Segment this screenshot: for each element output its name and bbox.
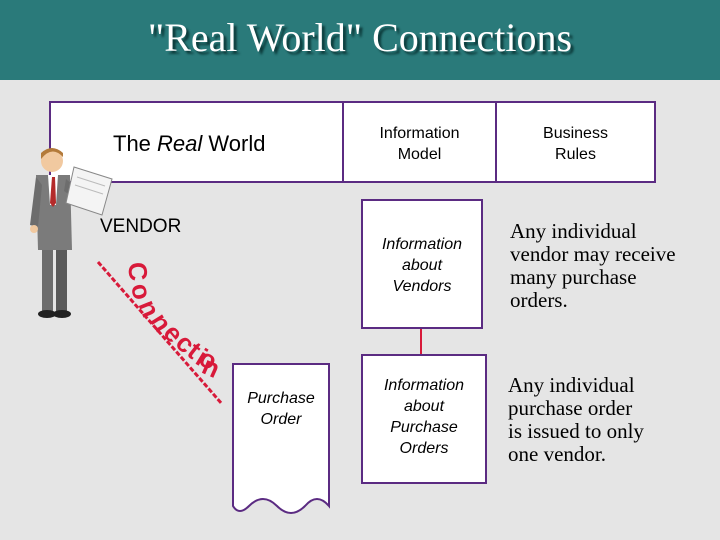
info-vendors-line-3: Vendors bbox=[392, 278, 452, 295]
information-about-vendors-label: Information about Vendors bbox=[361, 234, 483, 297]
purchase-order-line-1: Purchase bbox=[247, 390, 315, 407]
rule2-line-4: one vendor. bbox=[508, 442, 606, 466]
rule2-line-1: Any individual bbox=[508, 373, 635, 397]
purchase-order-label: Purchase Order bbox=[233, 388, 329, 430]
purchase-order-line-2: Order bbox=[260, 411, 302, 428]
information-about-purchase-orders-label: Information about Purchase Orders bbox=[361, 375, 487, 459]
rule1-line-4: orders. bbox=[510, 288, 568, 312]
connection-letter-c: C bbox=[122, 260, 154, 283]
business-rules-header-label: Business Rules bbox=[495, 123, 656, 165]
info-po-line-3: Purchase bbox=[390, 419, 458, 436]
business-rules-line-2: Rules bbox=[555, 146, 596, 163]
info-vendors-line-2: about bbox=[401, 257, 443, 274]
info-po-line-2: about bbox=[403, 398, 445, 415]
businessman-holding-paper-icon bbox=[30, 148, 113, 318]
information-model-header-box bbox=[342, 101, 497, 183]
business-rules-line-1: Business bbox=[543, 125, 608, 142]
rule2-line-2: purchase order bbox=[508, 396, 633, 420]
real-world-header-label: The Real World bbox=[113, 131, 265, 157]
business-rules-header-box bbox=[495, 101, 656, 183]
info-po-line-1: Information bbox=[383, 377, 465, 394]
rule1-line-1: Any individual bbox=[510, 219, 637, 243]
real-world-prefix: The bbox=[113, 131, 158, 156]
real-world-italic: Real bbox=[157, 131, 203, 156]
information-about-purchase-orders-box bbox=[361, 354, 487, 484]
title-bar: "Real World" Connections bbox=[0, 0, 720, 80]
real-world-suffix: World bbox=[202, 131, 266, 156]
info-model-line-1: Information bbox=[379, 125, 460, 142]
slide-title: "Real World" Connections bbox=[147, 15, 573, 60]
info-po-line-4: Orders bbox=[399, 440, 449, 457]
purchase-order-document-icon bbox=[232, 363, 330, 514]
rule1-line-3: many purchase bbox=[510, 265, 637, 289]
vendor-label: VENDOR bbox=[100, 216, 182, 237]
info-model-line-2: Model bbox=[397, 146, 442, 163]
information-about-vendors-box bbox=[361, 199, 483, 329]
rule2-line-3: is issued to only bbox=[508, 419, 644, 443]
business-rule-1: Any individual vendor may receive many p… bbox=[510, 220, 676, 312]
rule1-line-2: vendor may receive bbox=[510, 242, 676, 266]
business-rule-2: Any individual purchase order is issued … bbox=[508, 374, 644, 466]
info-vendors-line-1: Information bbox=[381, 236, 463, 253]
information-model-header-label: Information Model bbox=[342, 123, 497, 165]
